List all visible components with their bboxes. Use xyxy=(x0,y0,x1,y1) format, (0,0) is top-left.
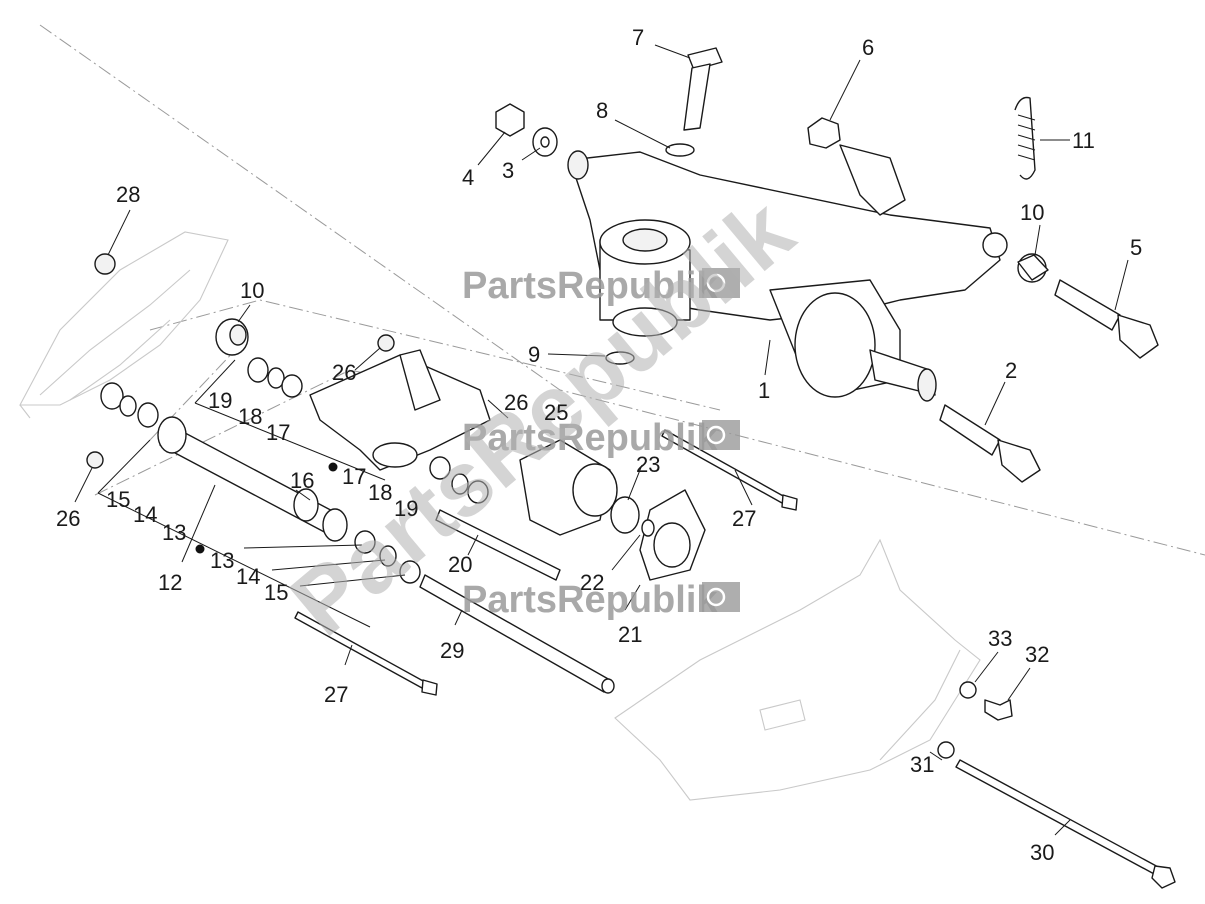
nut-26-left xyxy=(86,451,104,469)
gear-icon xyxy=(702,420,740,450)
callout-14-upper: 14 xyxy=(133,502,157,527)
frame-ghost-outline-right xyxy=(614,538,981,801)
callout-29: 29 xyxy=(440,638,464,663)
callout-15-upper: 15 xyxy=(106,487,130,512)
callout-26-center: 26 xyxy=(504,390,528,415)
frame-ghost-outline-left xyxy=(19,231,229,419)
washer-9 xyxy=(605,351,635,365)
bullet-markers xyxy=(195,462,338,554)
swingarm-part xyxy=(567,144,1008,402)
callout-26-left: 26 xyxy=(56,506,80,531)
callout-19-lower: 19 xyxy=(394,496,418,521)
callout-23: 23 xyxy=(636,452,660,477)
callout-13-lower: 13 xyxy=(210,548,234,573)
bolt-27-right xyxy=(661,429,798,511)
rod-20 xyxy=(435,509,561,581)
bushing-10-right xyxy=(1017,253,1049,283)
cover-21 xyxy=(639,489,706,581)
nut-26-top xyxy=(377,334,395,352)
callout-13-upper: 13 xyxy=(162,520,186,545)
gear-icon xyxy=(702,268,740,298)
watermark-text: PartsRepublik xyxy=(462,265,718,307)
callout-33: 33 xyxy=(988,626,1012,651)
nut-6 xyxy=(807,117,841,149)
bearing-set-19-18-17-upper xyxy=(247,357,303,398)
callout-8: 8 xyxy=(596,98,608,123)
callout-20: 20 xyxy=(448,552,472,577)
watermark-top: PartsRepublik xyxy=(462,265,740,307)
rod-29 xyxy=(419,574,615,694)
callout-32: 32 xyxy=(1025,642,1049,667)
callout-27-right: 27 xyxy=(732,506,756,531)
callout-1: 1 xyxy=(758,378,770,403)
washer-8 xyxy=(665,143,695,157)
washer-33 xyxy=(959,681,977,699)
callout-28: 28 xyxy=(116,182,140,207)
bolt-30 xyxy=(955,759,1176,889)
callout-18-upper: 18 xyxy=(238,404,262,429)
callout-17-upper: 17 xyxy=(266,420,290,445)
bullet-dot-12 xyxy=(195,544,205,554)
callout-26-top: 26 xyxy=(332,360,356,385)
bearing-set-13-14-15-lower xyxy=(354,530,421,584)
callout-21: 21 xyxy=(618,622,642,647)
callout-18-lower: 18 xyxy=(368,480,392,505)
washer-23 xyxy=(610,496,640,534)
callout-22: 22 xyxy=(580,570,604,595)
washer-31 xyxy=(937,741,955,759)
callout-7: 7 xyxy=(632,25,644,50)
washer-3 xyxy=(532,127,558,157)
bearing-set-17-18-19-lower xyxy=(429,456,489,504)
callout-16: 16 xyxy=(290,468,314,493)
callout-labels: 1 2 3 4 5 6 7 8 9 10 10 11 12 13 13 14 1… xyxy=(56,25,1142,865)
callout-10-right: 10 xyxy=(1020,200,1044,225)
callout-2: 2 xyxy=(1005,358,1017,383)
bolt-27-left xyxy=(294,611,438,696)
bolt-7 xyxy=(683,47,723,131)
bushing-10-left xyxy=(215,318,249,356)
callout-5: 5 xyxy=(1130,235,1142,260)
callout-10-left: 10 xyxy=(240,278,264,303)
bolt-2 xyxy=(939,404,1041,483)
callout-19-upper: 19 xyxy=(208,388,232,413)
watermark-text: PartsRepublik xyxy=(462,579,718,621)
gear-icon xyxy=(702,582,740,612)
callout-12: 12 xyxy=(158,570,182,595)
callout-25: 25 xyxy=(544,400,568,425)
bullet-dot-17 xyxy=(328,462,338,472)
watermark-text: PartsRepublik xyxy=(462,417,718,459)
bolt-5 xyxy=(1054,279,1159,359)
watermark-bottom: PartsRepublik xyxy=(462,579,740,621)
link-16 xyxy=(309,349,491,471)
callout-4: 4 xyxy=(462,165,474,190)
nut-4 xyxy=(495,103,525,137)
callout-3: 3 xyxy=(502,158,514,183)
callout-31: 31 xyxy=(910,752,934,777)
callout-15-lower: 15 xyxy=(264,580,288,605)
callout-30: 30 xyxy=(1030,840,1054,865)
bolt-32 xyxy=(984,699,1013,721)
callout-11: 11 xyxy=(1072,128,1095,153)
watermark-middle: PartsRepublik xyxy=(462,417,740,459)
callout-14-lower: 14 xyxy=(236,564,260,589)
callout-6: 6 xyxy=(862,35,874,60)
callout-27-left: 27 xyxy=(324,682,348,707)
bearing-set-15-14-13-upper xyxy=(100,382,159,428)
clip-22 xyxy=(641,519,655,537)
callout-9: 9 xyxy=(528,342,540,367)
leader-lines xyxy=(74,44,1129,836)
nut-28 xyxy=(94,253,116,275)
spring-11 xyxy=(1014,96,1036,180)
silent-block-25 xyxy=(519,439,618,536)
group-brackets xyxy=(97,359,386,628)
callout-17-lower: 17 xyxy=(342,464,366,489)
axle-12 xyxy=(157,416,348,542)
